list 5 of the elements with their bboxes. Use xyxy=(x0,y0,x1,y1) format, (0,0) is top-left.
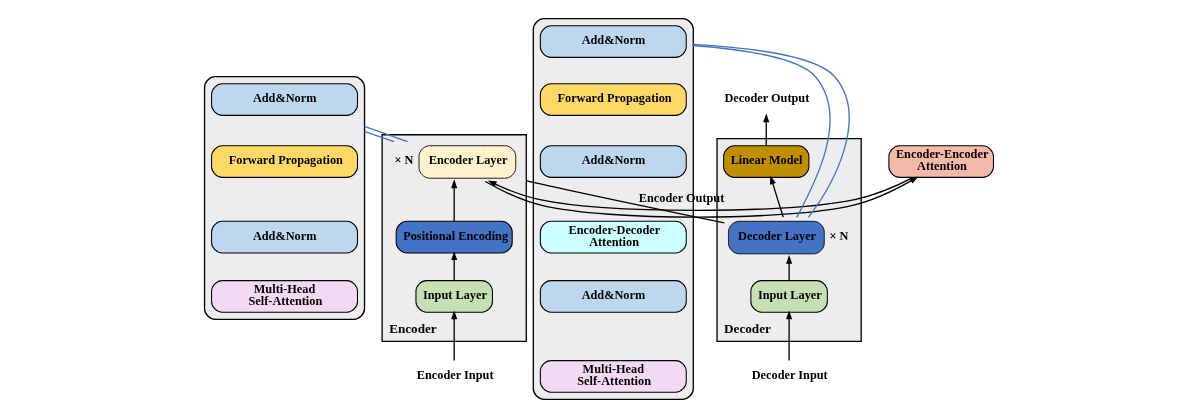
node-text: Encoder Input xyxy=(416,367,493,382)
node-label: × N xyxy=(829,228,849,243)
node-text: Decoder Output xyxy=(724,90,809,105)
node-text: Decoder Input xyxy=(751,367,828,382)
node-label: × N xyxy=(393,153,413,168)
